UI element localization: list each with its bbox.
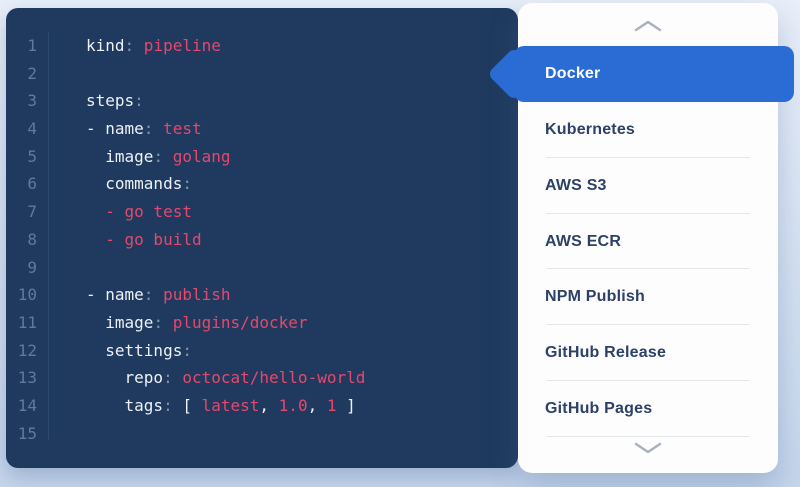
line-number: 11 bbox=[17, 312, 37, 332]
line-number: 5 bbox=[27, 146, 37, 166]
code-line: 7 - go test bbox=[6, 198, 518, 226]
code-line-text: image: golang bbox=[86, 146, 231, 166]
line-number: 7 bbox=[27, 202, 37, 222]
code-line-text: repo: octocat/hello-world bbox=[86, 368, 366, 388]
plugin-item-label: GitHub Release bbox=[545, 344, 667, 362]
plugin-item-docker-selected[interactable]: Docker bbox=[487, 46, 794, 102]
plugin-item-label: NPM Publish bbox=[545, 288, 645, 306]
plugin-item-github-release[interactable]: GitHub Release bbox=[518, 325, 778, 381]
code-line-text: - name: publish bbox=[86, 285, 231, 305]
code-line-text: kind: pipeline bbox=[86, 36, 221, 55]
line-number: 1 bbox=[27, 36, 37, 55]
plugin-item-npm-publish[interactable]: NPM Publish bbox=[518, 269, 778, 326]
scroll-up-button[interactable] bbox=[518, 13, 778, 43]
plugin-item-kubernetes[interactable]: Kubernetes bbox=[518, 102, 778, 158]
line-number: 15 bbox=[17, 423, 37, 443]
code-line-text: - name: test bbox=[86, 119, 202, 139]
code-line: 3 steps: bbox=[6, 87, 518, 115]
chevron-up-icon bbox=[633, 19, 663, 37]
code-line: 13 repo: octocat/hello-world bbox=[6, 364, 518, 392]
code-line: 6 commands: bbox=[6, 170, 518, 198]
code-block[interactable]: 1 kind: pipeline 2 3 steps: 4 - name: test 5 im… bbox=[6, 32, 518, 447]
line-number: 13 bbox=[17, 368, 37, 388]
code-line: 9 bbox=[6, 254, 518, 282]
code-line: 5 image: golang bbox=[6, 143, 518, 171]
code-line-text bbox=[37, 60, 86, 88]
chevron-down-icon bbox=[633, 441, 663, 459]
line-number: 10 bbox=[17, 285, 37, 305]
code-line-text: steps: bbox=[86, 91, 144, 111]
code-line: 8 - go build bbox=[6, 226, 518, 254]
code-line-text: - go test bbox=[86, 202, 192, 222]
code-line: 12 settings: bbox=[6, 337, 518, 365]
code-line-text bbox=[37, 254, 86, 282]
code-line: 14 tags: [ latest, 1.0, 1 ] bbox=[6, 392, 518, 420]
plugin-item-label: GitHub Pages bbox=[545, 400, 653, 418]
plugin-item-label: AWS S3 bbox=[545, 176, 607, 194]
line-number: 8 bbox=[27, 229, 37, 249]
gutter-divider bbox=[48, 32, 49, 440]
line-number: 9 bbox=[27, 257, 37, 277]
code-line-text: tags: [ latest, 1.0, 1 ] bbox=[86, 395, 356, 415]
line-number: 3 bbox=[27, 91, 37, 111]
line-number: 12 bbox=[17, 340, 37, 360]
line-number: 2 bbox=[27, 63, 37, 83]
code-line: 2 bbox=[6, 60, 518, 88]
code-line-text: image: plugins/docker bbox=[86, 312, 308, 332]
code-line: 1 kind: pipeline bbox=[6, 32, 518, 60]
selected-plugin-label: Docker bbox=[545, 65, 601, 82]
line-number: 14 bbox=[17, 395, 37, 415]
scroll-down-button[interactable] bbox=[518, 435, 778, 465]
plugin-item-label: Kubernetes bbox=[545, 120, 636, 138]
code-line-text: - go build bbox=[86, 229, 202, 249]
code-line-text: commands: bbox=[86, 174, 192, 194]
code-line: 10 - name: publish bbox=[6, 281, 518, 309]
plugin-item-aws-s3[interactable]: AWS S3 bbox=[518, 158, 778, 214]
code-line: 11 image: plugins/docker bbox=[6, 309, 518, 337]
plugin-item-github-pages[interactable]: GitHub Pages bbox=[518, 381, 778, 437]
plugin-item-label: AWS ECR bbox=[545, 232, 622, 250]
code-line-text: settings: bbox=[86, 340, 192, 360]
line-number: 4 bbox=[27, 119, 37, 139]
line-number: 6 bbox=[27, 174, 37, 194]
code-editor: 1 kind: pipeline 2 3 steps: 4 - name: test 5 im… bbox=[6, 8, 518, 468]
selected-pill-body bbox=[514, 46, 794, 102]
code-line: 4 - name: test bbox=[6, 115, 518, 143]
code-line: 15 bbox=[6, 420, 518, 448]
code-line-text bbox=[37, 420, 86, 448]
plugin-item-aws-ecr[interactable]: AWS ECR bbox=[518, 214, 778, 270]
